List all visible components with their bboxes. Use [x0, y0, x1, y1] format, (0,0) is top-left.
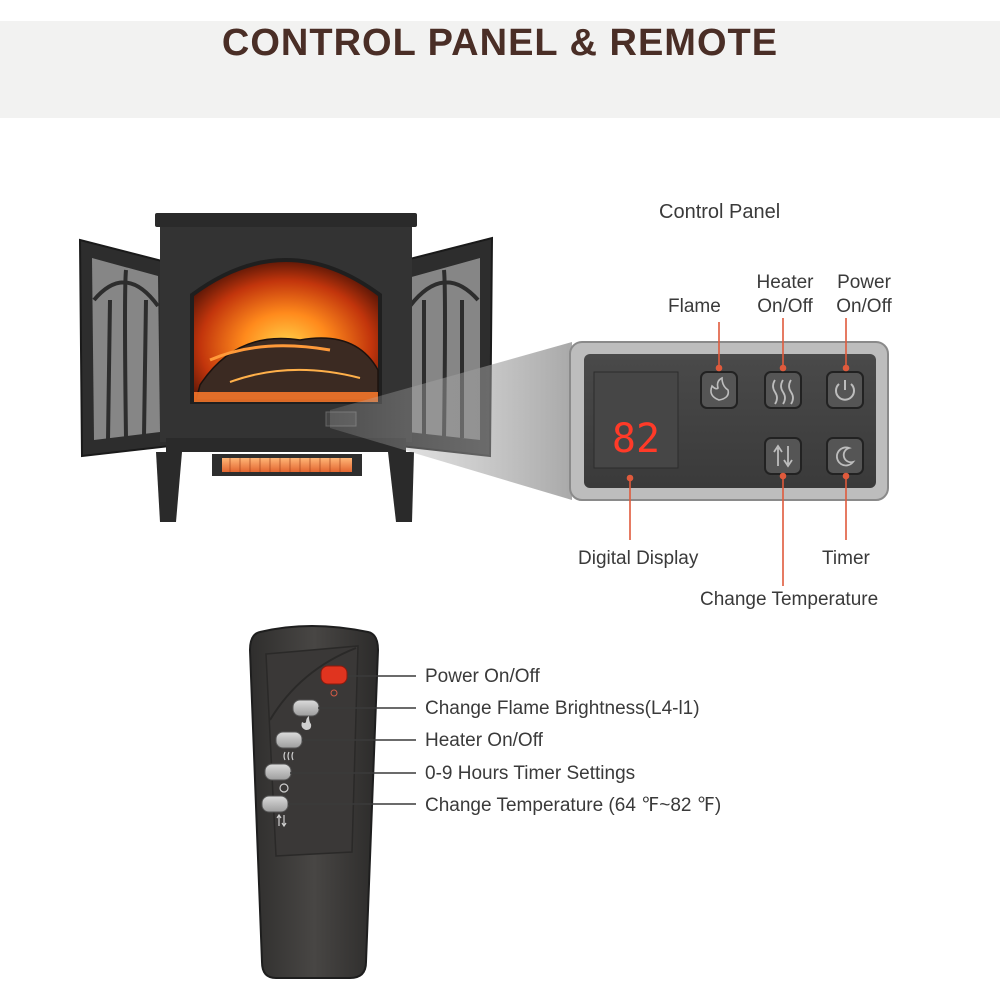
timer-moon-icon [279, 783, 289, 793]
remote-label-temperature: Change Temperature (64 ℉~82 ℉) [425, 795, 722, 816]
label-flame: Flame [668, 296, 721, 317]
remote-timer-button[interactable] [264, 763, 292, 781]
remote-flame-button[interactable] [292, 699, 320, 717]
flame-icon [710, 376, 730, 401]
remote-label-flame-brightness: Change Flame Brightness(L4-l1) [425, 698, 700, 719]
control-panel-zoom: 82 [569, 341, 889, 501]
page-title: CONTROL PANEL & REMOTE [221, 22, 779, 64]
flame-icon [301, 716, 312, 730]
zoom-beam [330, 342, 572, 500]
fireplace-stove [78, 213, 494, 522]
label-change-temperature: Change Temperature [700, 589, 879, 610]
label-heater-on-off: Heater On/Off [756, 272, 814, 317]
temperature-arrows-icon [773, 444, 793, 468]
remote-temperature-button[interactable] [261, 795, 289, 813]
remote-control [248, 625, 380, 979]
label-digital-display: Digital Display [578, 548, 699, 569]
heater-icon [772, 379, 794, 405]
temperature-arrows-icon [276, 813, 287, 828]
digital-display-value: 82 [612, 416, 660, 462]
header-banner [0, 21, 1000, 118]
heater-icon [283, 751, 294, 761]
panel-heater-button[interactable] [764, 371, 802, 409]
remote-callout-lines [288, 675, 416, 805]
panel-callout-lines [626, 318, 850, 586]
remote-label-heater: Heater On/Off [425, 730, 543, 751]
remote-heater-button[interactable] [275, 731, 303, 749]
label-power-on-off: Power On/Off [836, 272, 892, 317]
digital-display [593, 371, 679, 469]
panel-temperature-button[interactable] [764, 437, 802, 475]
remote-label-power: Power On/Off [425, 666, 540, 687]
remote-label-timer: 0-9 Hours Timer Settings [425, 763, 636, 784]
panel-power-button[interactable] [826, 371, 864, 409]
panel-timer-button[interactable] [826, 437, 864, 475]
timer-moon-icon [836, 446, 856, 467]
control-panel-heading: Control Panel [659, 201, 781, 223]
remote-power-button[interactable] [320, 665, 348, 685]
power-icon [835, 380, 855, 401]
power-icon [330, 689, 338, 697]
label-timer: Timer [822, 548, 870, 569]
panel-flame-button[interactable] [700, 371, 738, 409]
